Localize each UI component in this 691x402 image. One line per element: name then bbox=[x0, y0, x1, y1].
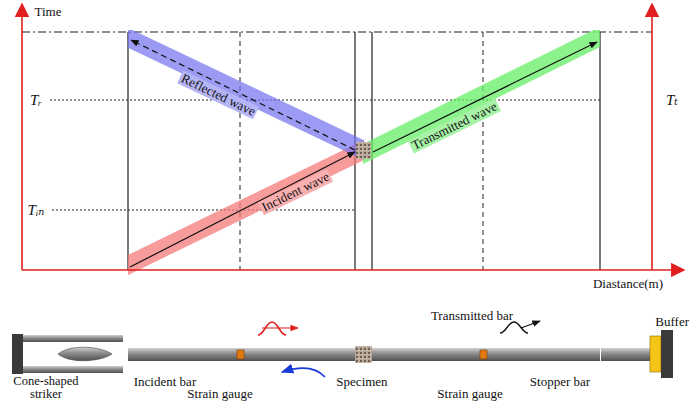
reflected-pulse bbox=[282, 368, 325, 377]
part-label: Transmitted bar bbox=[431, 309, 513, 323]
part-label: Buffer bbox=[655, 315, 689, 329]
time-marker: Tᵢₙ bbox=[28, 202, 45, 219]
apparatus bbox=[12, 321, 673, 378]
part-label: Cone-shaped striker bbox=[6, 375, 86, 401]
axis-label: Diastance(m) bbox=[593, 277, 663, 291]
stopper-bar bbox=[601, 348, 650, 361]
transmitted-bar bbox=[372, 348, 600, 361]
time-marker: Tᵣ bbox=[30, 92, 42, 109]
transmitted-direction bbox=[521, 321, 540, 328]
time-marker: Tₜ bbox=[666, 92, 678, 109]
incident-bar bbox=[128, 348, 355, 361]
launcher-block bbox=[12, 334, 23, 374]
gun-barrel bbox=[23, 366, 123, 373]
specimen bbox=[355, 346, 372, 363]
incident-direction bbox=[262, 327, 298, 328]
strain-gauge bbox=[480, 350, 487, 359]
part-label: Incident bar bbox=[134, 375, 196, 389]
specimen-patch bbox=[356, 142, 371, 159]
axes bbox=[22, 4, 684, 270]
buffer-block bbox=[661, 330, 673, 378]
wave-bands bbox=[120, 32, 610, 269]
gun-barrel bbox=[23, 335, 123, 342]
part-label: Stopper bar bbox=[530, 375, 590, 389]
part-label: Strain gauge bbox=[437, 387, 502, 401]
buffer bbox=[650, 336, 661, 372]
part-label: Specimen bbox=[336, 375, 387, 389]
axis-label: Time bbox=[35, 5, 62, 19]
strain-gauge bbox=[237, 350, 244, 359]
frame bbox=[22, 32, 652, 270]
part-label: Strain gauge bbox=[187, 387, 252, 401]
striker-cone bbox=[58, 347, 112, 361]
